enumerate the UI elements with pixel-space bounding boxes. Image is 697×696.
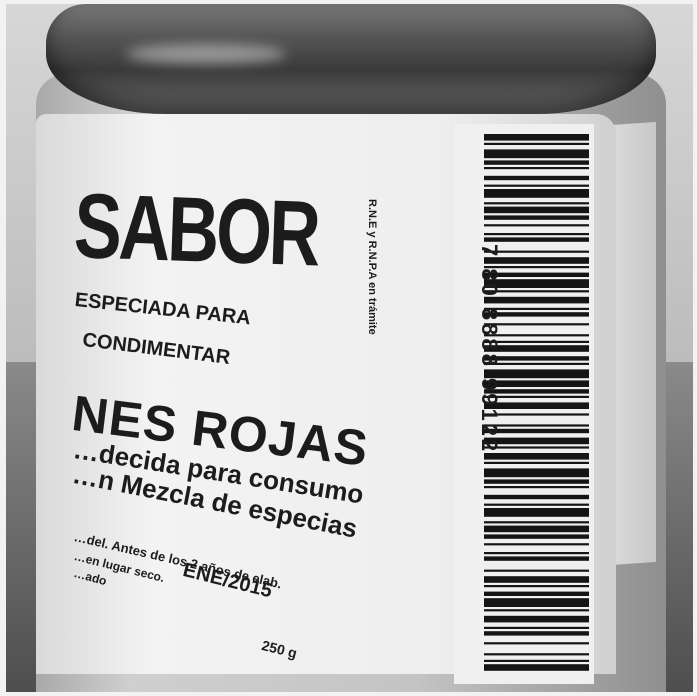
barcode-bar: [484, 598, 589, 607]
barcode-bar: [484, 642, 589, 645]
barcode-bar: [484, 290, 589, 293]
barcode-bars: [484, 134, 589, 671]
label-registry: R.N.E y R.N.P.A en trámite: [366, 199, 378, 335]
spice-jar: SABOR ESPECIADA PARA CONDIMENTAR NES ROJ…: [36, 4, 676, 692]
barcode-bar: [484, 395, 589, 398]
barcode-bar: [484, 659, 589, 662]
barcode-bar: [484, 257, 589, 264]
barcode-bar: [484, 402, 589, 409]
barcode-bar: [484, 486, 589, 489]
barcode-bar: [484, 272, 589, 277]
barcode-bar: [484, 266, 589, 269]
barcode-bar: [484, 446, 589, 449]
barcode-bar: [484, 576, 589, 583]
lid-highlight: [126, 44, 286, 64]
barcode-bar: [484, 224, 589, 227]
barcode-bar: [484, 468, 589, 478]
barcode-bar: [484, 413, 589, 416]
barcode-bar: [484, 503, 589, 506]
barcode-bar: [484, 167, 589, 170]
barcode-bar: [484, 250, 589, 253]
barcode-bar: [484, 453, 589, 460]
barcode-bar: [484, 552, 589, 555]
barcode-bar: [484, 233, 589, 236]
barcode-bar: [484, 189, 589, 198]
barcode-bar: [484, 323, 589, 326]
barcode-bar: [484, 479, 589, 484]
barcode-bar: [484, 237, 589, 242]
barcode-bar: [484, 525, 589, 533]
barcode-bar: [484, 609, 589, 612]
barcode-bar: [484, 521, 589, 524]
label-brand: SABOR: [72, 174, 320, 286]
barcode-bar: [484, 664, 589, 671]
barcode-bar: [484, 461, 589, 464]
photo-frame: SABOR ESPECIADA PARA CONDIMENTAR NES ROJ…: [6, 4, 693, 692]
barcode-bar: [484, 215, 589, 220]
barcode-bar: [484, 184, 589, 187]
barcode-bar: [484, 556, 589, 561]
barcode-bar: [484, 356, 589, 361]
barcode-bar: [484, 569, 589, 572]
barcode-bar: [484, 428, 589, 434]
barcode-bar: [484, 345, 589, 352]
barcode-bar: [484, 424, 589, 427]
barcode-bar: [484, 508, 589, 517]
barcode-bar: [484, 160, 589, 165]
barcode-bar: [484, 585, 589, 588]
barcode-bar: [484, 312, 589, 317]
barcode-bar: [484, 494, 589, 500]
barcode-bar: [484, 279, 589, 288]
barcode-bar: [484, 142, 589, 145]
barcode-bar: [484, 334, 589, 337]
barcode-bar: [484, 534, 589, 539]
barcode-bar: [484, 437, 589, 445]
barcode-bar: [484, 307, 589, 310]
barcode-bar: [484, 591, 589, 596]
barcode-bar: [484, 149, 589, 159]
barcode-bar: [484, 615, 589, 623]
barcode-number: 7 80 8888 99122: [477, 244, 502, 455]
barcode-bar: [484, 543, 589, 546]
barcode-bar: [484, 389, 589, 394]
barcode-bar: [484, 296, 589, 304]
barcode-bar: [484, 340, 589, 343]
barcode-bar: [484, 653, 589, 656]
barcode-bar: [484, 626, 589, 629]
barcode-bar: [484, 369, 589, 379]
barcode-bar: [484, 206, 589, 214]
barcode-bar: [484, 631, 589, 636]
barcode-bar: [484, 362, 589, 365]
barcode-bar: [484, 202, 589, 205]
barcode-bar: [484, 175, 589, 181]
barcode: [454, 124, 594, 684]
barcode-bar: [484, 134, 589, 141]
jar-lid: [46, 4, 656, 114]
barcode-bar: [484, 380, 589, 387]
